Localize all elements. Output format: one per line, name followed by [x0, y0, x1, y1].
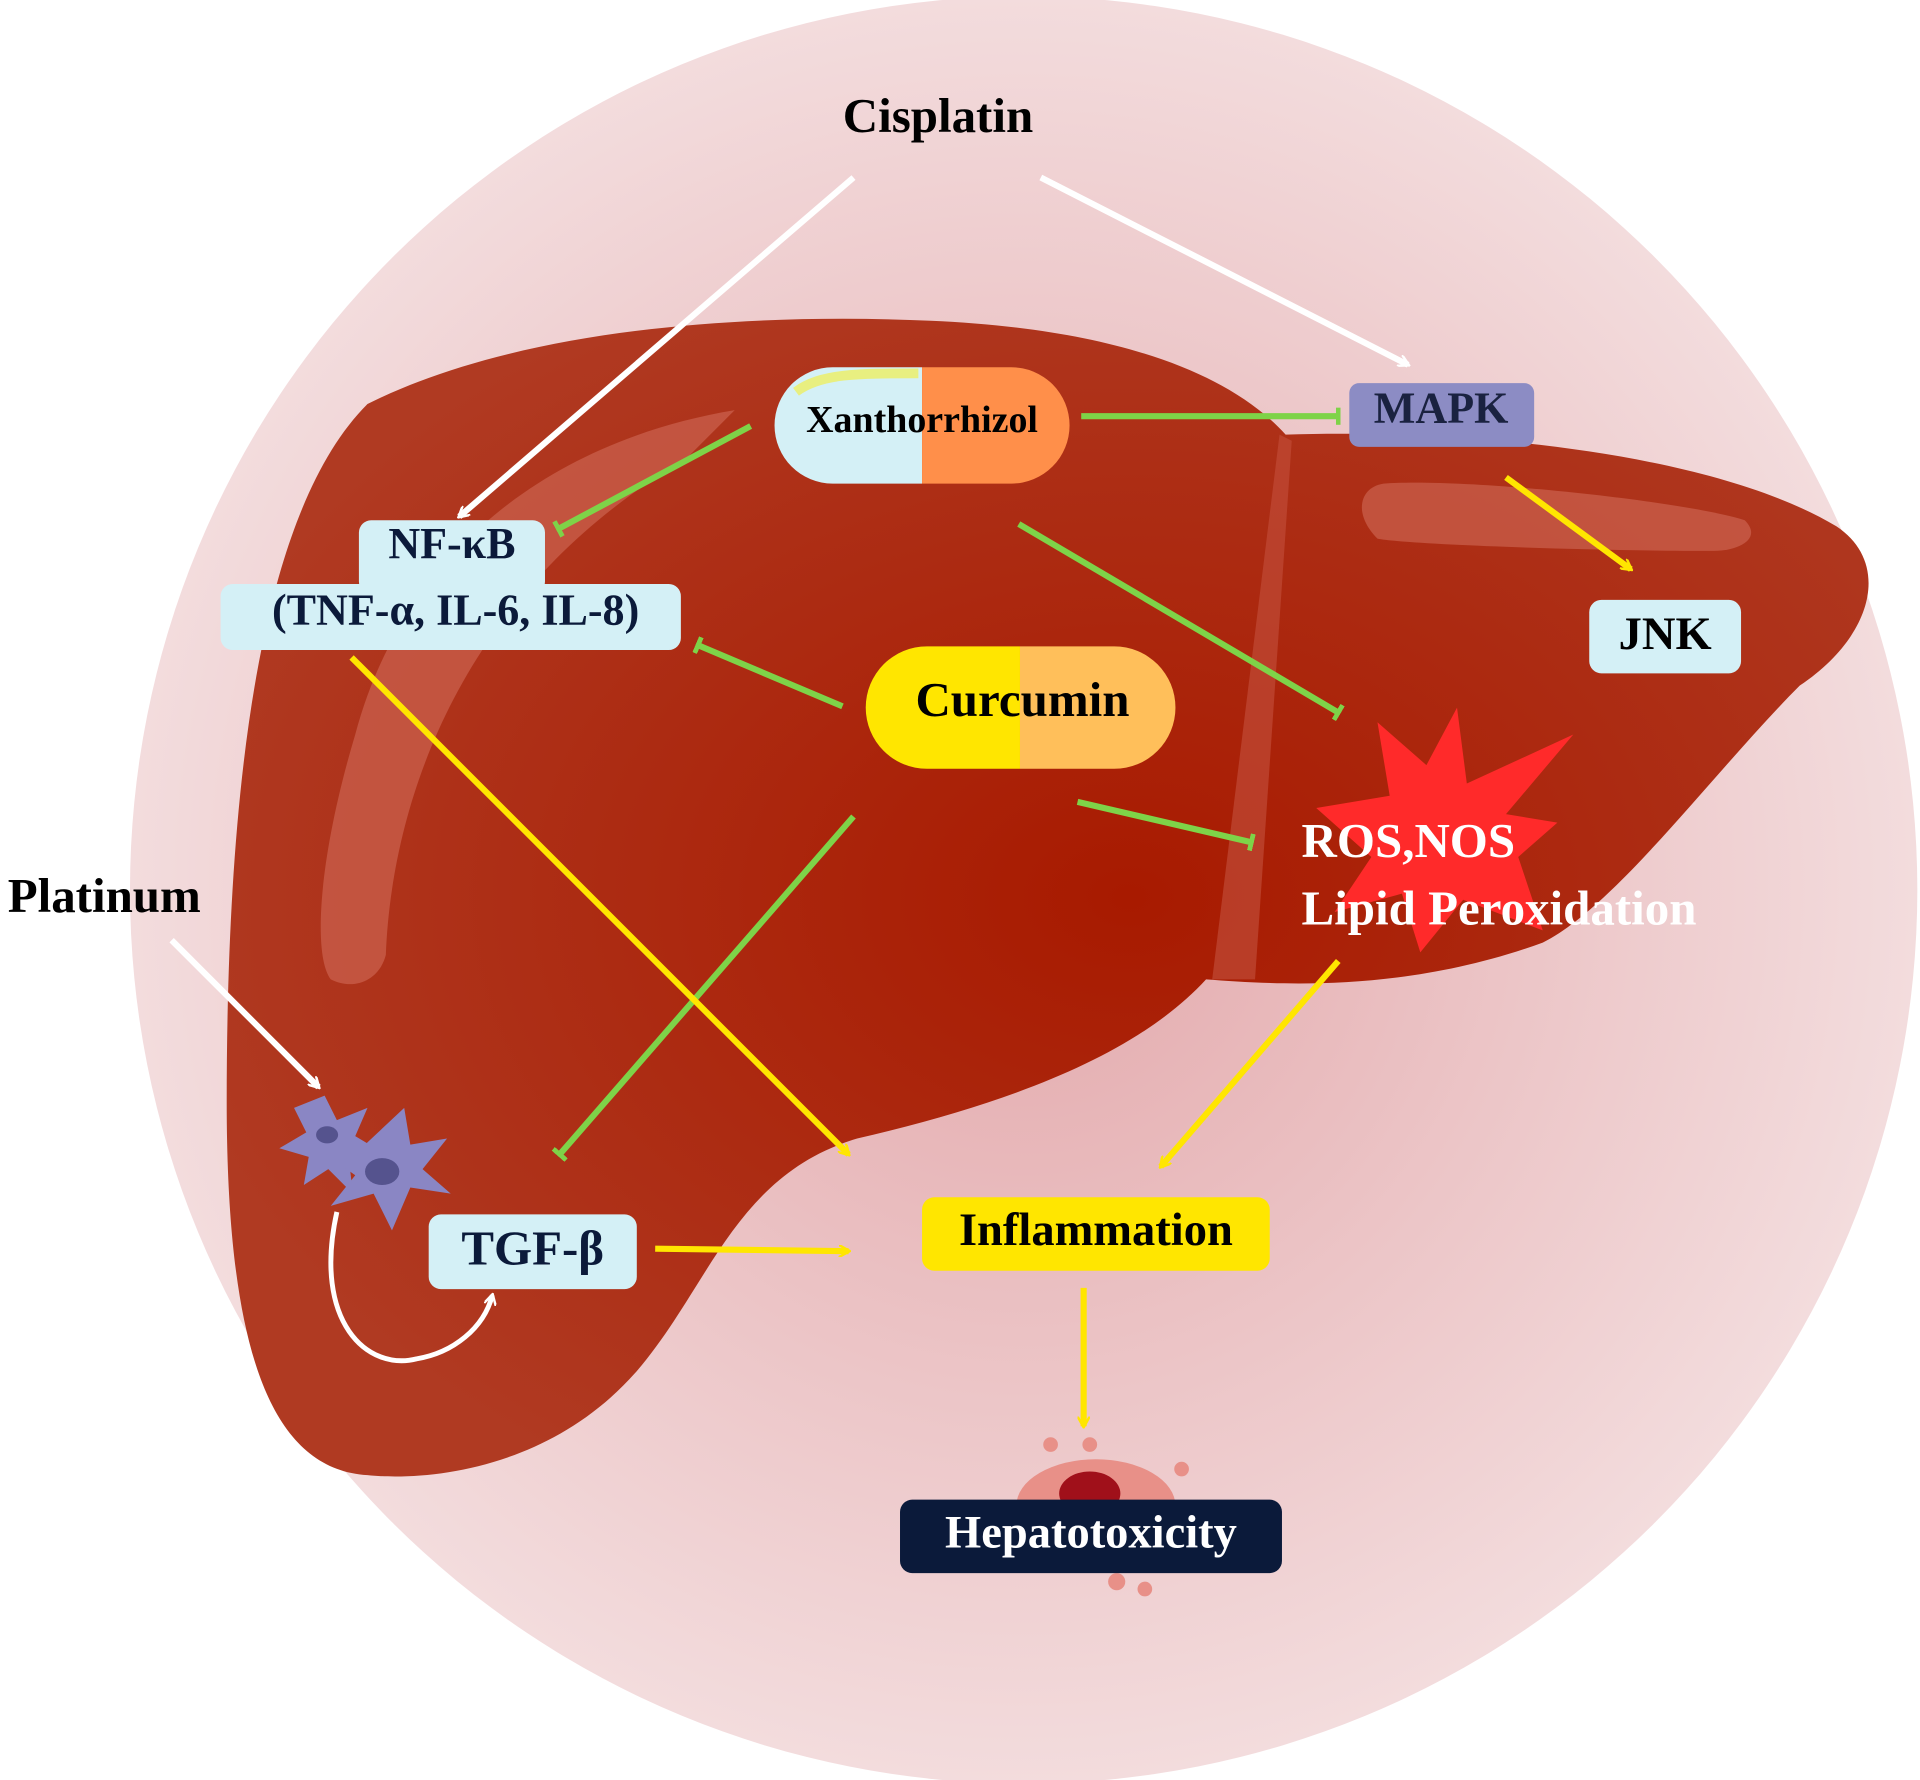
inflammation-box [922, 1197, 1270, 1271]
ros-to-inflammation-arrow [1161, 959, 1341, 1167]
curcumin-label: Curcumin [915, 672, 1129, 727]
jnk-box [1589, 599, 1742, 674]
cytokines-box [220, 583, 681, 651]
xanthorrhizol-inhibits-ros [1017, 521, 1345, 722]
hepatotoxicity-box [900, 1499, 1282, 1574]
tgf-to-inflammation-arrow [655, 1249, 848, 1251]
inflammation-label: Inflammation [959, 1205, 1233, 1256]
curcumin-inhibits-tgf [551, 814, 856, 1162]
cisplatin-to-mapk-arrow [1039, 174, 1408, 368]
jnk-label: JNK [1619, 609, 1712, 660]
ros-label: ROS,NOS [1302, 813, 1516, 868]
platinum-to-cells-arrow [169, 938, 319, 1087]
liver-ligament [1212, 434, 1292, 980]
curcumin-pill: Curcumin [865, 646, 1176, 769]
curcumin-inhibits-nfkb [692, 636, 844, 710]
xanthorrhizol-pill: Xanthorrhizol [774, 367, 1070, 484]
nfkb-box [358, 520, 545, 594]
mapk-box [1349, 383, 1535, 447]
platinum-label: Platinum [8, 868, 201, 923]
stellate-cells-icon [279, 1095, 451, 1231]
hepatotoxicity-label: Hepatotoxicity [945, 1507, 1237, 1558]
cisplatin-label: Cisplatin [843, 88, 1033, 143]
nfkb-to-inflammation-arrow [349, 655, 849, 1154]
curcumin-inhibits-ros [1076, 798, 1256, 852]
cells-to-tgf-arrow [328, 1211, 492, 1364]
lipid-peroxidation-label: Lipid Peroxidation [1302, 880, 1697, 935]
nfkb-label: NF-κB [388, 519, 515, 568]
mapk-label: MAPK [1374, 383, 1509, 432]
xanthorrhizol-label: Xanthorrhizol [806, 399, 1038, 441]
cytokines-label: (TNF-α, IL-6, IL-8) [272, 585, 639, 634]
xanthorrhizol-inhibits-nfkb [552, 423, 753, 538]
mapk-to-jnk-arrow [1504, 474, 1631, 572]
ros-star-icon [1316, 707, 1574, 953]
cisplatin-to-nfkb-arrow [459, 175, 856, 517]
tgf-label: TGF-β [461, 1221, 604, 1276]
tgf-box [428, 1214, 637, 1290]
